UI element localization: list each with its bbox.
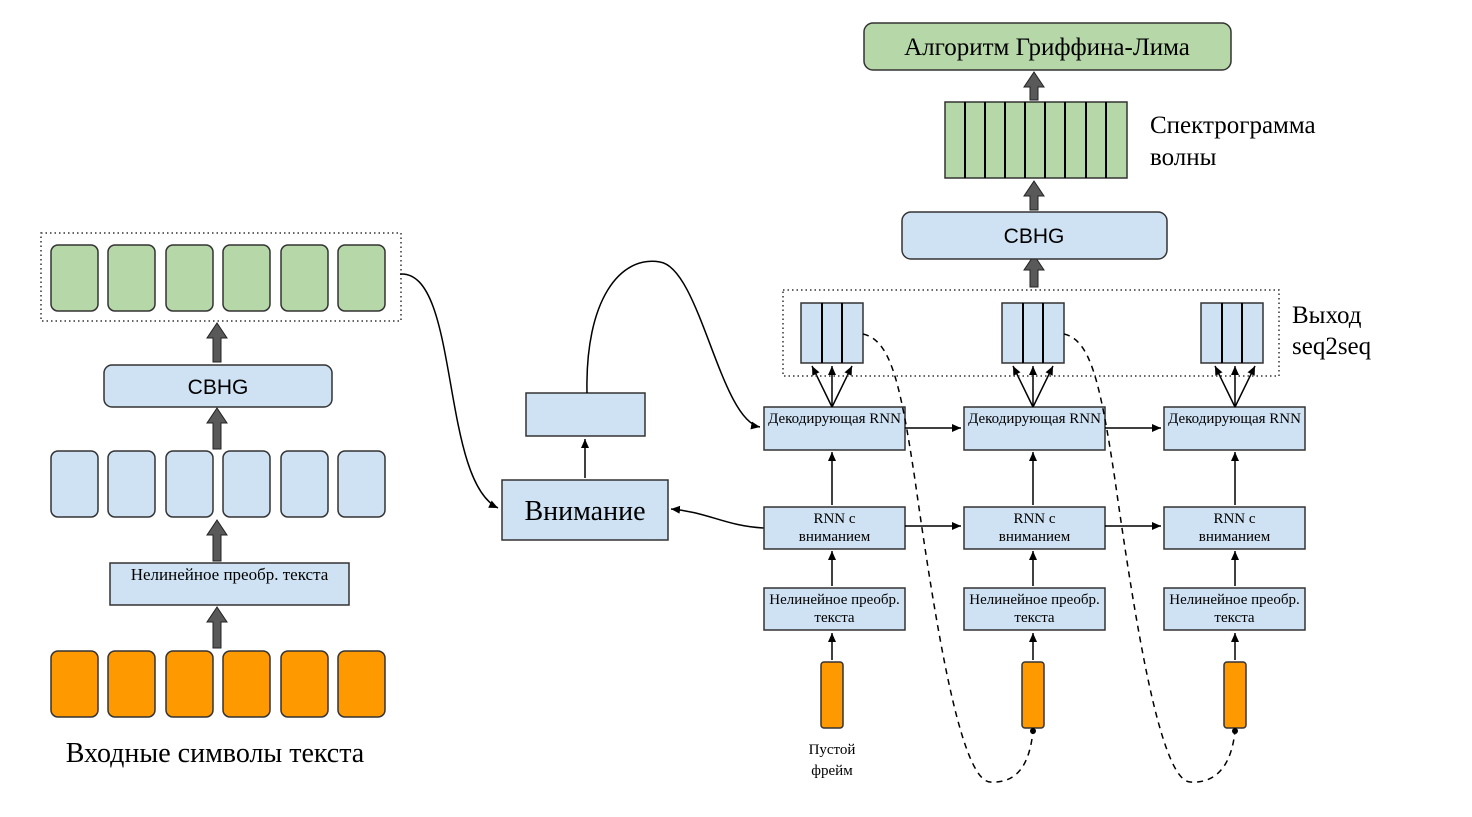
encoder-arrow-2 (206, 519, 228, 562)
encoder-to-attention-arrow (399, 273, 499, 509)
attention-rnn-label-2: RNN с вниманием (998, 511, 1071, 545)
feedback-loop-2 (1063, 333, 1238, 783)
seq2seq-output-group (782, 289, 1280, 377)
encoder-output-group (40, 232, 402, 322)
encoder-cbhg-label: CBHG (188, 376, 249, 399)
encoder-prenet-label: Нелинейное преобр. текста (130, 565, 329, 584)
decoder-prenet-label-3: Нелинейное преобр. текста (1169, 592, 1300, 626)
postnet-cbhg-label: CBHG (1004, 225, 1065, 248)
feedback-loop-1 (862, 333, 1036, 783)
context-to-decoder-arrow (586, 260, 761, 430)
decoder-prenet-box-3 (1163, 587, 1306, 631)
attention-rnn-to-attention-arrow (670, 505, 765, 529)
attention-rnn-box-3 (1163, 506, 1306, 550)
encoder-prenet-box (109, 562, 350, 606)
spectrogram (944, 101, 1128, 179)
decoder-step-1: Пустой фрейм Нелинейное преобр. текста R… (763, 302, 906, 779)
attention-rnn-label-3: RNN с вниманием (1198, 511, 1271, 545)
decoder-prenet-box-1 (763, 587, 906, 631)
griffin-lim-box (863, 22, 1232, 71)
empty-frame-label-line1: Пустой (809, 742, 856, 758)
attention-label: Внимание (525, 496, 646, 527)
encoder-cbhg-box (103, 364, 333, 408)
decoder-prenet-label-2: Нелинейное преобр. текста (969, 592, 1100, 626)
seq2seq-output-label: Выход seq2seq (1292, 302, 1372, 360)
postnet-arrow-3 (1023, 71, 1045, 101)
attention-box (501, 479, 669, 541)
encoder-arrow-3 (206, 407, 228, 450)
encoder-input-characters (50, 650, 386, 718)
postnet-arrow-1 (1023, 254, 1045, 288)
postnet-arrow-2 (1023, 180, 1045, 211)
decoder-input-frame-1 (820, 661, 844, 729)
encoder-input-label: Входные символы текста (66, 738, 365, 769)
encoder-arrow-4 (206, 322, 228, 363)
decoder-step-2: Нелинейное преобр. текста RNN с внимание… (963, 302, 1106, 729)
decoder-prenet-label-1: Нелинейное преобр. текста (769, 592, 900, 626)
decoder-input-frame-3 (1223, 661, 1247, 729)
attention-rnn-box-2 (963, 506, 1106, 550)
decoder-input-frame-2 (1021, 661, 1045, 729)
decoder-rnn-box-3 (1163, 406, 1306, 451)
decoder-rnn-label-3: Декодирующая RNN (1168, 411, 1301, 427)
empty-frame-label-line2: фрейм (811, 763, 853, 779)
encoder-outputs (50, 244, 386, 312)
postnet-cbhg-box (901, 211, 1168, 260)
attention-rnn-label-1: RNN с вниманием (798, 511, 871, 545)
context-vector-box (525, 392, 646, 437)
decoder-rnn-label-1: Декодирующая RNN (768, 411, 901, 427)
encoder-prenet-outputs (50, 450, 386, 518)
attention-rnn-box-1 (763, 506, 906, 550)
decoder-rnn-label-2: Декодирующая RNN (968, 411, 1101, 427)
encoder-arrow-1 (206, 606, 228, 649)
decoder-step-3: Нелинейное преобр. текста RNN с внимание… (1163, 302, 1306, 729)
seq2seq-output-frames-3 (1200, 302, 1264, 364)
seq2seq-output-frames-1 (800, 302, 864, 364)
encoder: Входные символы текста Нелинейное преобр… (40, 232, 402, 769)
decoder-prenet-box-2 (963, 587, 1106, 631)
decoder-rnn-box-2 (963, 406, 1106, 451)
spectrogram-label: Спектрограмма волны (1150, 112, 1316, 171)
griffin-lim-label: Алгоритм Гриффина-Лима (904, 34, 1190, 61)
decoder-rnn-box-1 (763, 406, 906, 451)
seq2seq-output-frames-2 (1001, 302, 1065, 364)
